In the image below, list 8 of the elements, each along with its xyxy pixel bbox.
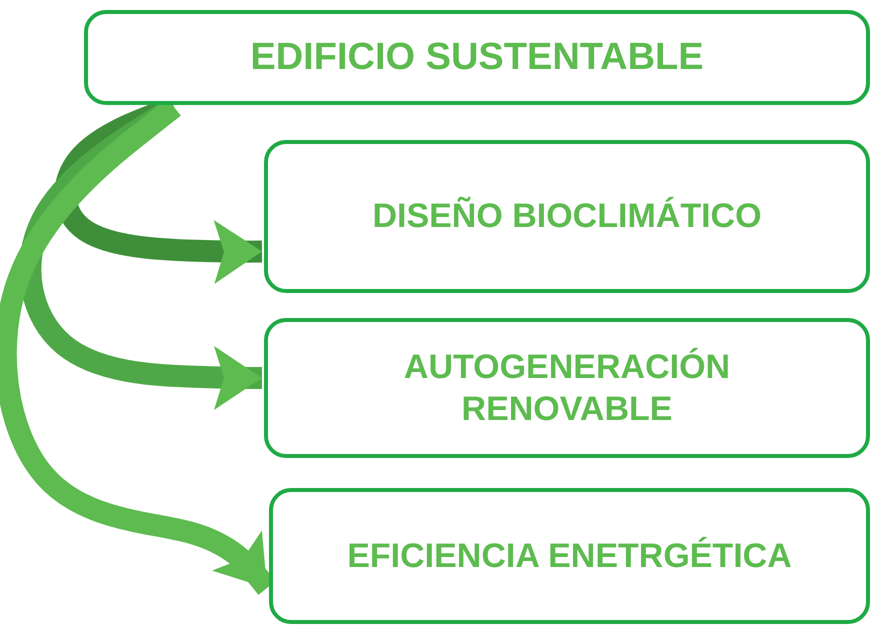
box-title: EDIFICIO SUSTENTABLE: [250, 34, 704, 80]
box-title: EFICIENCIA ENETRGÉTICA: [347, 536, 792, 577]
rounded-box: [264, 318, 870, 458]
box-title: AUTOGENERACIÓN RENOVABLE: [402, 346, 732, 430]
rounded-box: [264, 140, 870, 293]
rounded-box: [269, 488, 870, 624]
box-title: DISEÑO BIOCLIMÁTICO: [372, 196, 762, 238]
rounded-box: [84, 10, 870, 105]
